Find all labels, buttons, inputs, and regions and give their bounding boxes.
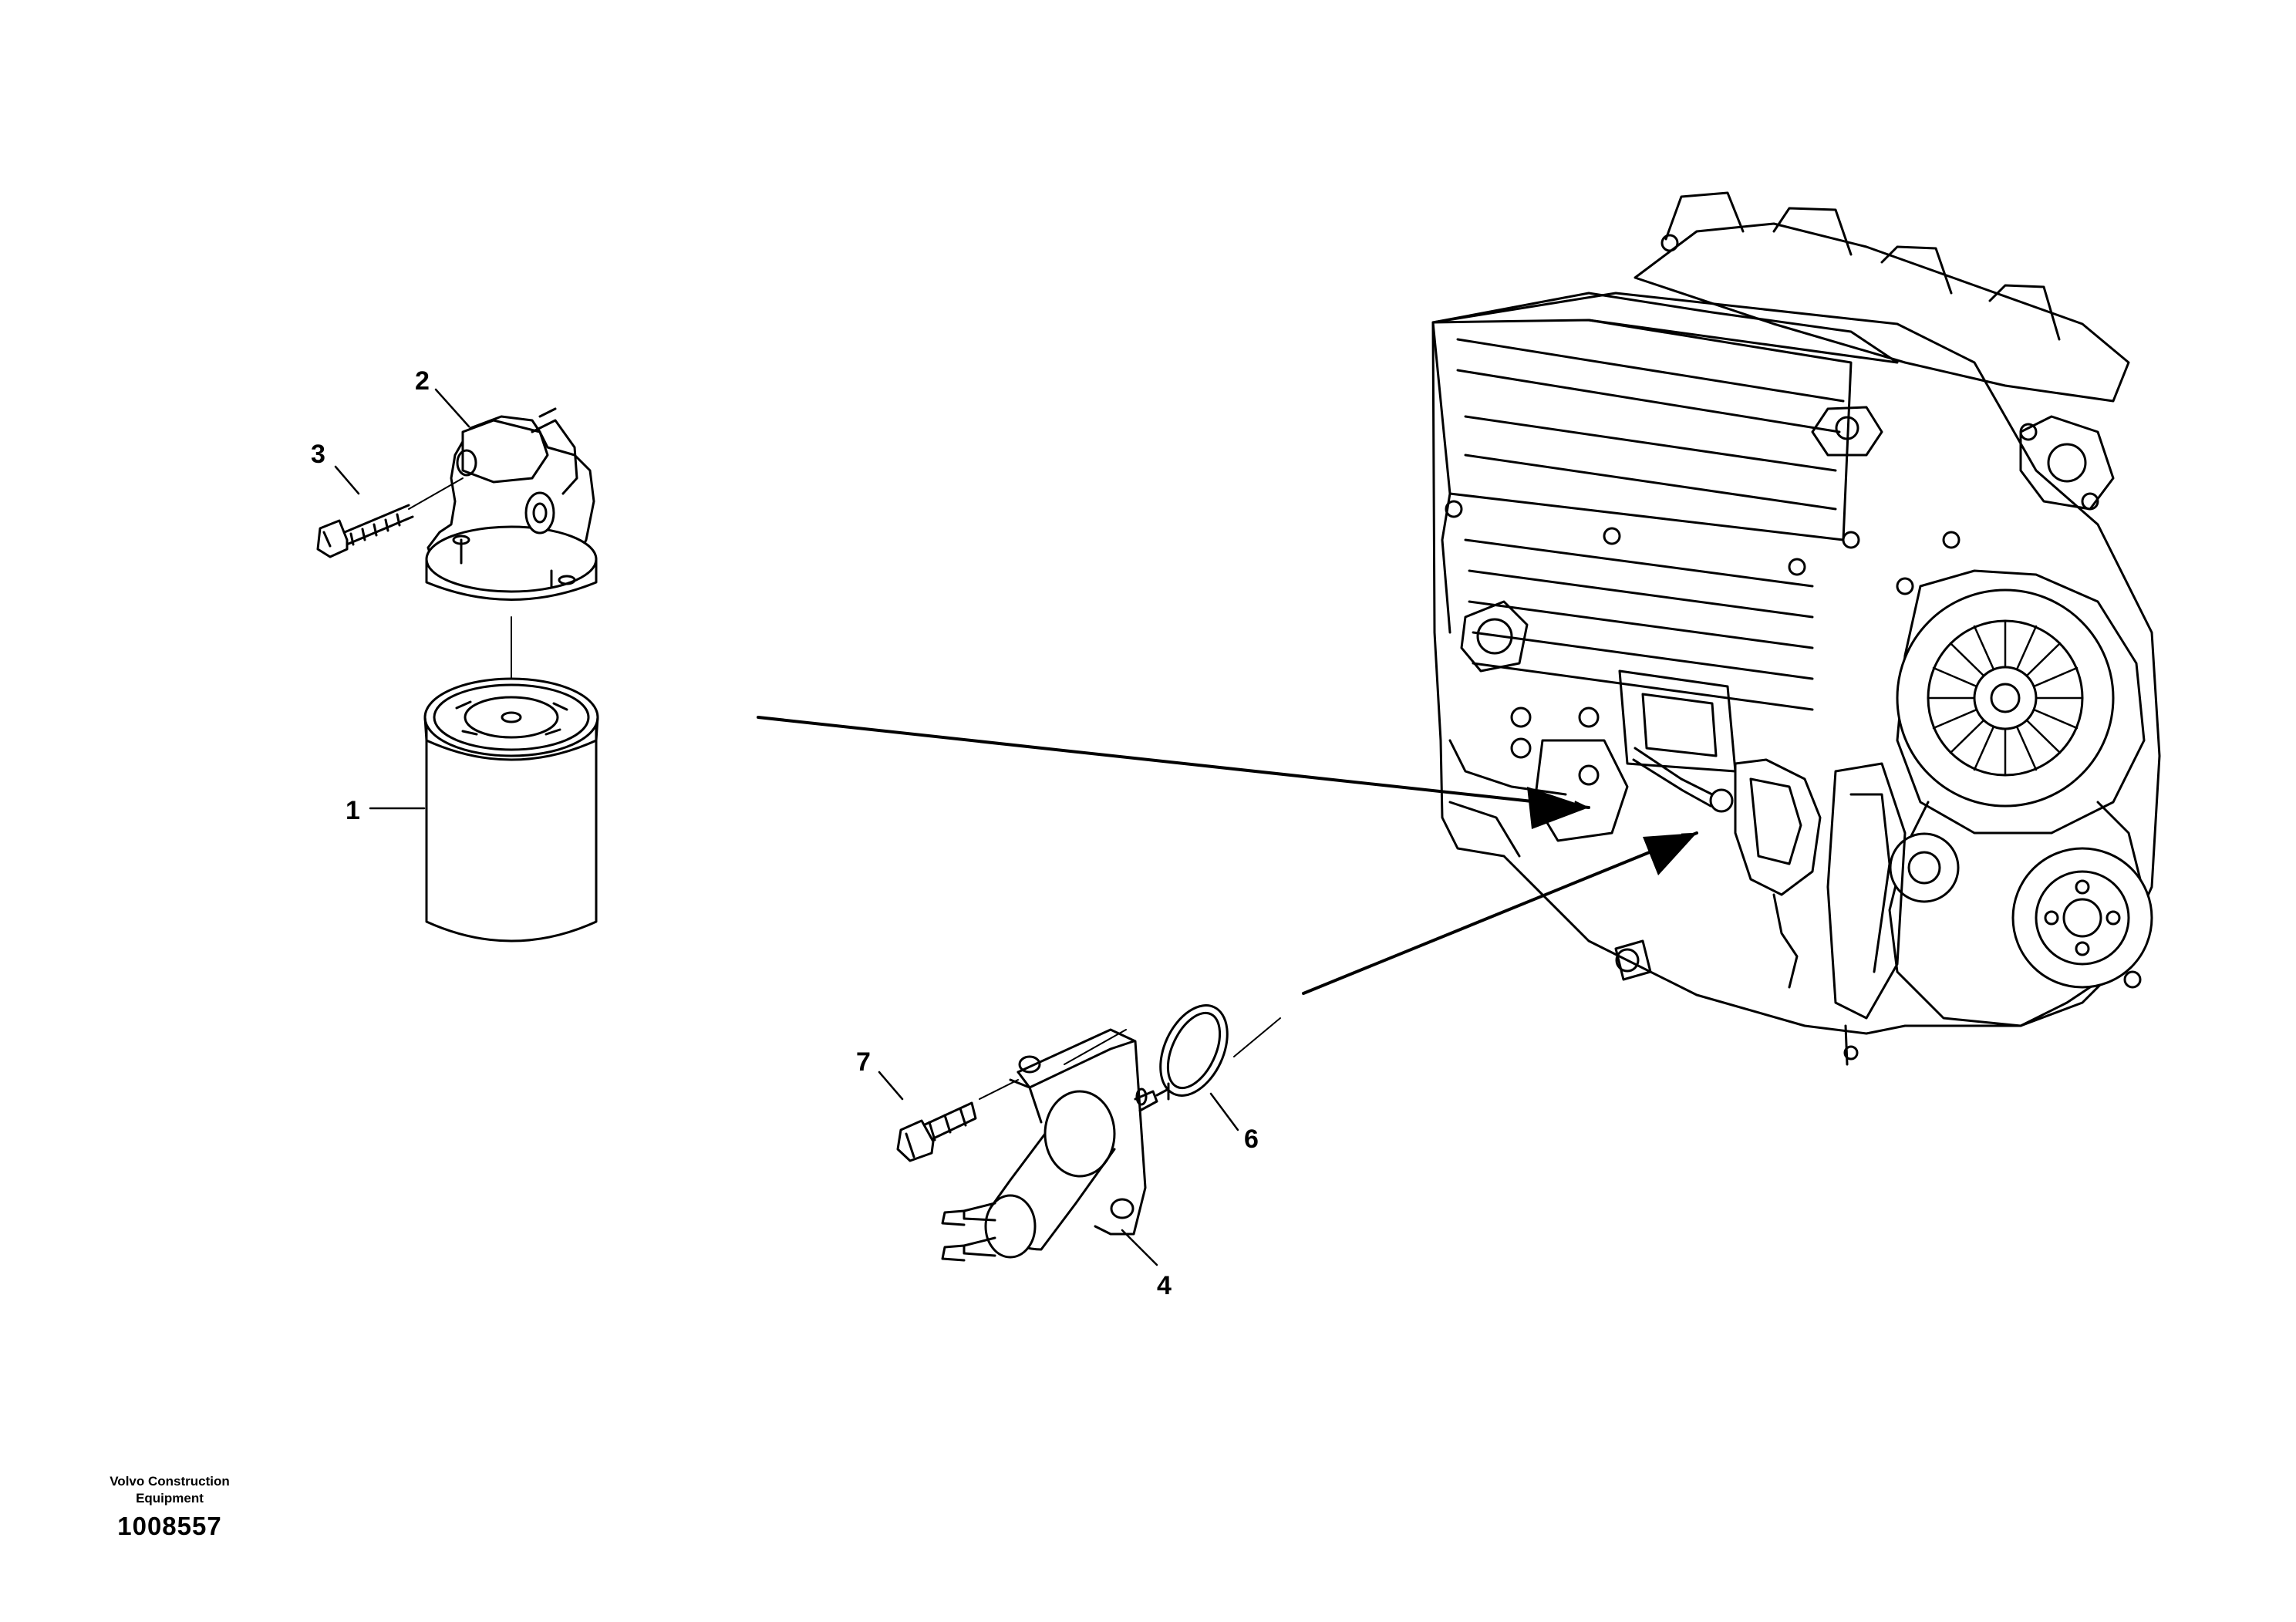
- leader-7: [878, 1071, 904, 1101]
- callout-7: 7: [856, 1047, 871, 1077]
- drawing-number: 1008557: [117, 1512, 222, 1540]
- arrowhead-filter-location: [1527, 787, 1589, 829]
- oil-filter-part: [423, 677, 599, 943]
- callout-4: 4: [1157, 1271, 1172, 1300]
- arrow-filter-location: [757, 716, 1590, 811]
- bolt-part-3: [316, 477, 464, 558]
- engine-assembly: [1431, 191, 2161, 1066]
- location-arrows: [757, 716, 1698, 995]
- leader-3: [334, 465, 360, 495]
- callout-leaders: [334, 388, 1239, 1266]
- stop-solenoid-part: [941, 1028, 1170, 1262]
- callout-6: 6: [1244, 1125, 1259, 1154]
- filter-head-part: [425, 407, 598, 601]
- drawing-footer: Volvo Construction Equipment 1008557: [93, 1473, 247, 1541]
- leader-2: [434, 388, 470, 428]
- bolt-part-7: [896, 1079, 1019, 1162]
- callout-2: 2: [415, 366, 430, 396]
- callout-numbers: 1 2 3 4 6 7: [311, 366, 1259, 1300]
- assembly-line-solenoid: [1064, 1029, 1127, 1065]
- leader-6: [1209, 1092, 1239, 1131]
- o-ring-part: [1159, 1004, 1229, 1097]
- arrow-solenoid-location: [1302, 831, 1698, 995]
- assembly-line-solenoid-2: [1233, 1017, 1281, 1057]
- callout-3: 3: [311, 440, 325, 469]
- arrowhead-solenoid-location: [1643, 833, 1697, 875]
- company-name-line-1: Volvo Construction: [110, 1474, 230, 1489]
- company-name-line-2: Equipment: [136, 1491, 204, 1506]
- leader-4: [1121, 1229, 1158, 1266]
- callout-1: 1: [346, 796, 360, 825]
